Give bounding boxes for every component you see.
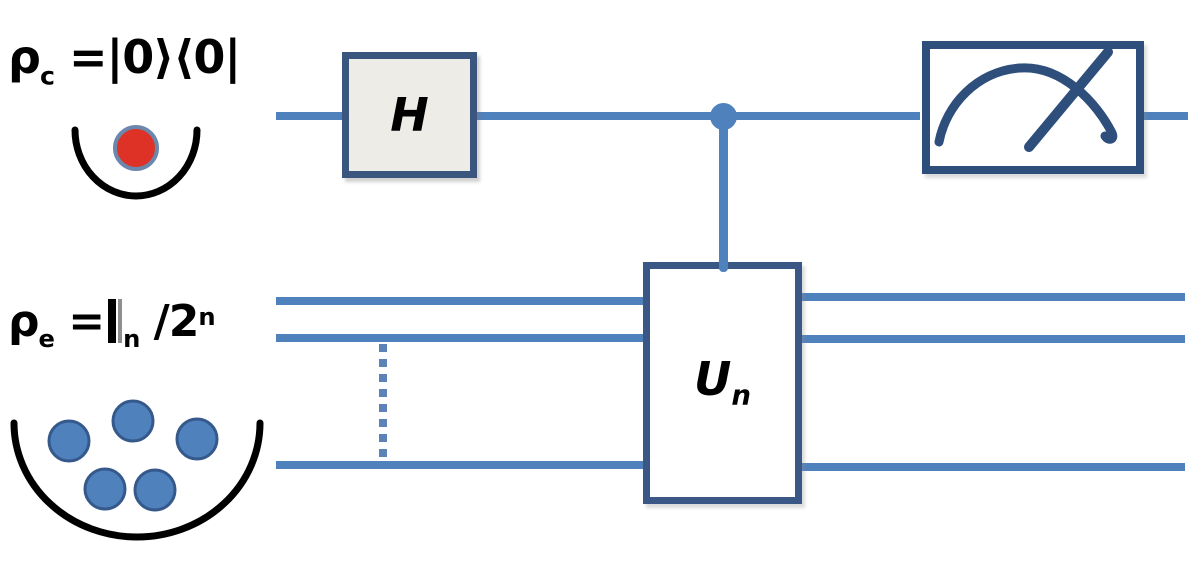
- blue-particle-icon: [111, 399, 155, 443]
- rho-symbol: ρ: [8, 30, 41, 84]
- rho-subscript: e: [38, 324, 55, 353]
- env-wire-2-left: [276, 334, 643, 342]
- control-wire-left: [276, 112, 342, 120]
- blue-particle-icon: [83, 467, 127, 511]
- control-state-formula: ρc =|0⟩⟨0|: [8, 30, 241, 91]
- identity-matrix-symbol: [108, 299, 123, 343]
- identity-bar-shadow-icon: [118, 299, 123, 343]
- meter-gauge-icon: [934, 49, 1118, 152]
- unitary-subscript: n: [731, 379, 751, 413]
- env-well-illustration: [10, 399, 264, 541]
- unitary-gate: Un: [643, 262, 802, 504]
- blue-particle-icon: [133, 468, 177, 512]
- gauge-needle-icon: [1024, 49, 1113, 152]
- env-wire-1-right: [802, 293, 1185, 301]
- equals-sign: =: [53, 296, 105, 347]
- env-wire-3-right: [802, 463, 1185, 471]
- gauge-arc-icon: [934, 63, 1118, 147]
- control-vertical-wire: [719, 116, 728, 272]
- rho-symbol: ρ: [8, 296, 39, 347]
- control-dot-icon: [710, 103, 737, 130]
- unitary-gate-label: Un: [694, 356, 751, 409]
- identity-subscript: n: [123, 324, 140, 353]
- control-wire-right: [1144, 112, 1188, 120]
- ket-bra-expression: =|0⟩⟨0|: [53, 30, 241, 84]
- red-particle-icon: [113, 125, 159, 171]
- unitary-base: U: [693, 352, 732, 407]
- hadamard-gate-label: H: [390, 88, 429, 142]
- control-well-illustration: [71, 125, 201, 200]
- measurement-gate: [922, 41, 1144, 174]
- env-wire-3-left: [276, 461, 643, 469]
- blue-particle-icon: [175, 417, 219, 461]
- blue-particle-icon: [47, 419, 91, 463]
- hadamard-gate: H: [342, 52, 477, 178]
- fraction-text: /2: [139, 296, 200, 347]
- vertical-dotted-line-icon: [379, 344, 387, 460]
- bowl-arc-icon: [71, 126, 201, 200]
- rho-subscript: c: [39, 61, 55, 91]
- env-wire-1-left: [276, 297, 643, 305]
- env-state-formula: ρe = n /2n: [8, 296, 216, 353]
- exponent: n: [198, 303, 215, 332]
- env-wire-2-right: [802, 335, 1185, 343]
- identity-bar-icon: [108, 299, 117, 343]
- bowl-arc-icon: [10, 419, 264, 541]
- control-wire-middle: [477, 112, 920, 120]
